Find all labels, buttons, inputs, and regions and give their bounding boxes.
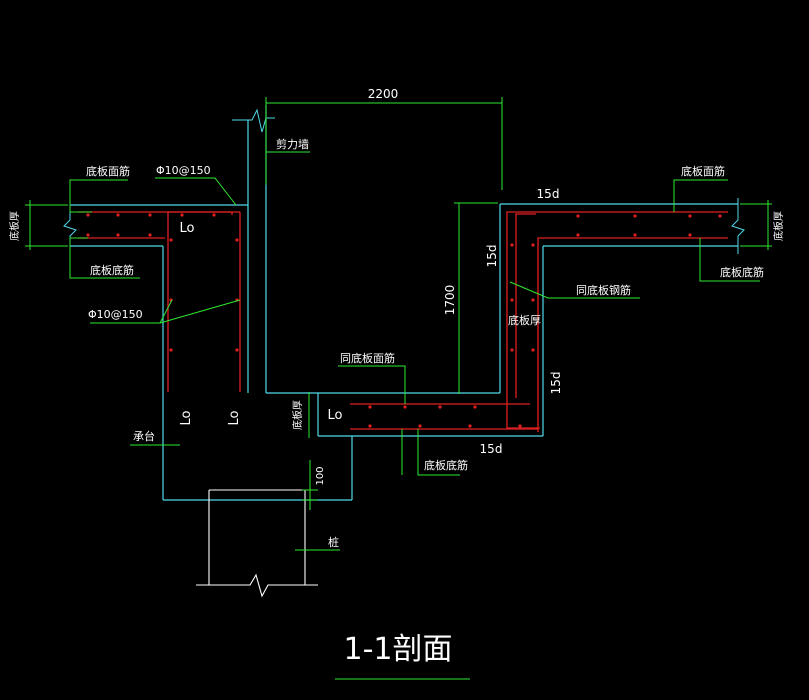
lo-bottom-b: Lo [227, 410, 242, 425]
leader-pit-bottom-bar [417, 429, 460, 476]
rebar-dot [180, 213, 184, 217]
dim-top-label: 2200 [368, 87, 399, 101]
same-slab-top-bar-label: 同底板面筋 [340, 351, 395, 365]
rebar-dot [473, 405, 477, 409]
rebar-dot [148, 213, 152, 217]
right-slab-break [731, 198, 745, 254]
slab-thickness-right-label: 底板厚 [772, 211, 785, 241]
lo-pit: Lo [328, 408, 343, 423]
rebar-dot [116, 233, 120, 237]
rebar-dot [212, 213, 216, 217]
rebar-dot [468, 424, 472, 428]
slab-bottom-bar-pit-label: 底板底筋 [424, 458, 468, 472]
leader-slab-top-left [69, 179, 128, 213]
rebar-dot [235, 348, 239, 352]
rebar-dot [169, 238, 173, 242]
pile-label: 桩 [328, 535, 339, 549]
dim-pile-gap-label: 100 [315, 466, 326, 485]
rebar-dot [531, 348, 535, 352]
leader-phi-top [155, 177, 237, 206]
shear-wall-label: 剪力墙 [276, 137, 309, 151]
rebar-lines [78, 211, 728, 432]
rebar-dot [510, 243, 514, 247]
pile-cap-inner-bar [167, 211, 233, 392]
right-slab-bottom-bar [537, 237, 728, 432]
rebar-dot [403, 405, 407, 409]
rebar-dot [518, 424, 522, 428]
rebar-dot [688, 214, 692, 218]
slab-thickness-mid-label: 底板厚 [508, 313, 541, 327]
concrete-outline [70, 105, 738, 501]
break-symbols [63, 108, 745, 254]
rebar-dot [576, 214, 580, 218]
lo-upper: Lo [180, 221, 195, 236]
slab-bottom-bar-right-label: 底板底筋 [720, 265, 764, 279]
slab-top-bar-right-label: 底板面筋 [681, 164, 725, 178]
rebar-dot [148, 233, 152, 237]
rebar-dot [510, 348, 514, 352]
rebar-dot [438, 405, 442, 409]
fifteen-d-top: 15d [537, 187, 560, 201]
rebar-dot [169, 348, 173, 352]
slab-bottom-bar-left-label: 底板底筋 [90, 263, 134, 277]
rebar-dot [576, 233, 580, 237]
lo-bottom-a: Lo [179, 410, 194, 425]
leader-lines [69, 151, 760, 680]
rebar-dot [531, 298, 535, 302]
slab-thickness-left-label: 底板厚 [8, 211, 21, 241]
rebar-spec-side-label: Φ10@150 [88, 308, 143, 321]
rebar-dot [235, 238, 239, 242]
section-title: 1-1剖面 [344, 632, 453, 667]
slab-top-bar-left-label: 底板面筋 [86, 164, 130, 178]
rebar-dot [718, 214, 722, 218]
pile-cap-label: 承台 [133, 429, 155, 443]
rebar-dot [531, 243, 535, 247]
leader-phi-side-b [159, 299, 241, 324]
same-slab-rebar-label: 同底板钢筋 [576, 283, 631, 297]
leader-same-rebar [509, 281, 640, 299]
leader-same-top-bar [338, 365, 406, 404]
fifteen-d-bottom: 15d [480, 442, 503, 456]
fifteen-d-left: 15d [485, 245, 499, 268]
slab-thickness-pit-label: 底板厚 [291, 400, 304, 430]
rebar-dot [633, 233, 637, 237]
rebar-dots [86, 213, 722, 428]
dim-height-label: 1700 [443, 285, 457, 316]
leader-slab-top-right [673, 179, 728, 212]
rebar-dot [86, 213, 90, 217]
rebar-dot [510, 298, 514, 302]
shear-wall-break [232, 108, 275, 133]
rebar-dot [368, 405, 372, 409]
pile-outline [196, 489, 318, 598]
rebar-dot [688, 233, 692, 237]
right-wall-inner-bar [515, 213, 536, 398]
pile-break [196, 573, 318, 598]
rebar-dot [633, 214, 637, 218]
fifteen-d-right: 15d [549, 372, 563, 395]
right-slab-top-bar [506, 211, 728, 429]
leader-slab-bottom-left [69, 237, 140, 279]
rebar-dot [116, 213, 120, 217]
text-labels: 2200 1700 100 15d 15d 15d 15d Lo Lo Lo L… [8, 87, 785, 667]
dimension-lines [25, 97, 772, 510]
rebar-spec-top-label: Φ10@150 [156, 164, 211, 177]
rebar-dot [418, 424, 422, 428]
rebar-dot [368, 424, 372, 428]
rebar-dot [86, 233, 90, 237]
leader-slab-bottom-right [699, 238, 760, 282]
